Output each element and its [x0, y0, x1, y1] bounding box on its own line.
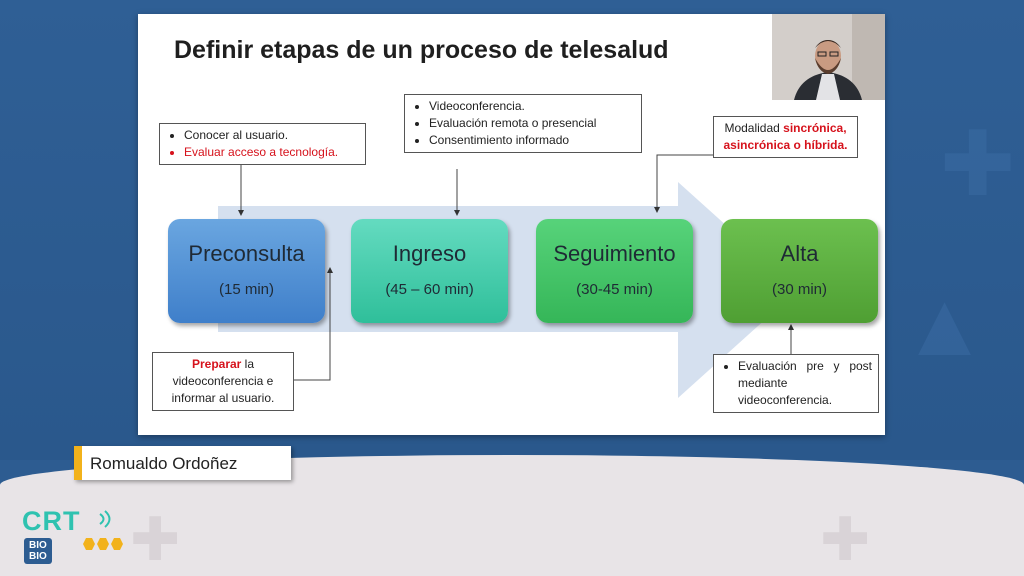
- stage-duration: (30 min): [771, 281, 827, 298]
- note-item: Videoconferencia.: [429, 98, 635, 115]
- note-item-highlight: Evaluar acceso a tecnología.: [184, 144, 359, 161]
- presenter-webcam: [772, 14, 885, 100]
- note-text: Modalidad: [724, 121, 784, 135]
- logo-main-text: CRT: [22, 506, 81, 536]
- stage-name: Alta: [780, 241, 819, 266]
- presenter-name-tag: Romualdo Ordoñez: [74, 446, 291, 480]
- note-item: Consentimiento informado: [429, 132, 635, 149]
- stage-duration: (15 min): [218, 281, 274, 298]
- note-preconsulta-top: Conocer al usuario. Evaluar acceso a tec…: [159, 123, 366, 165]
- note-item: Evaluación remota o presencial: [429, 115, 635, 132]
- signal-icon: [99, 510, 111, 528]
- note-text: la videoconferencia e informar al usuari…: [171, 357, 275, 405]
- stage-duration: (30-45 min): [576, 281, 653, 298]
- note-item: Evaluación pre y post mediante videoconf…: [738, 358, 872, 409]
- note-alta-bottom: Evaluación pre y post mediante videoconf…: [713, 354, 879, 413]
- stage-preconsulta: Preconsulta (15 min): [168, 219, 325, 323]
- note-text-highlight: Preparar: [191, 357, 242, 371]
- note-item: Conocer al usuario.: [184, 127, 359, 144]
- note-text-highlight: sincrónica, asincrónica o híbrida.: [723, 121, 848, 152]
- hexagon-icons: [83, 538, 123, 550]
- stage-name: Ingreso: [392, 241, 467, 266]
- note-ingreso-top: Videoconferencia. Evaluación remota o pr…: [404, 94, 642, 153]
- decorative-cap-icon: ▲: [900, 275, 990, 375]
- name-tag-accent-bar: [74, 446, 82, 480]
- decorative-cross-icon: ✚: [820, 506, 871, 573]
- presenter-name: Romualdo Ordoñez: [90, 454, 238, 473]
- presentation-slide: Definir etapas de un proceso de telesalu…: [138, 14, 885, 435]
- stage-ingreso: Ingreso (45 – 60 min): [351, 219, 508, 323]
- decorative-cross-icon: ✚: [130, 506, 181, 573]
- stage-seguimiento: Seguimiento (30-45 min): [536, 219, 693, 323]
- note-preconsulta-bottom: Preparar la videoconferencia e informar …: [152, 352, 294, 411]
- stage-name: Preconsulta: [188, 241, 305, 266]
- logo-sub-text: BIO BIO: [24, 538, 52, 564]
- note-seguimiento-top: Modalidad sincrónica, asincrónica o híbr…: [713, 116, 858, 158]
- decorative-cross-icon: ✚: [940, 115, 1016, 215]
- stage-duration: (45 – 60 min): [385, 281, 474, 298]
- stage-alta: Alta (30 min): [721, 219, 878, 323]
- stage-name: Seguimiento: [553, 241, 676, 266]
- slide-title: Definir etapas de un proceso de telesalu…: [174, 36, 669, 64]
